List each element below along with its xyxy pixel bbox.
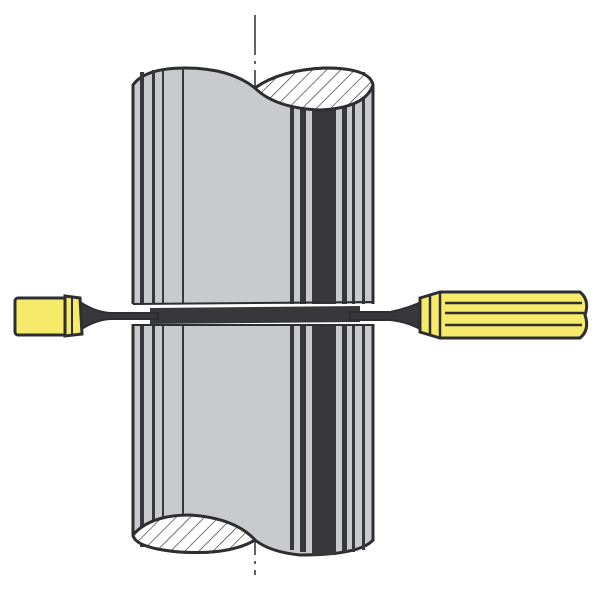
right-screwdriver bbox=[349, 290, 589, 340]
left-tool bbox=[13, 294, 159, 338]
groove-cut bbox=[128, 301, 378, 326]
